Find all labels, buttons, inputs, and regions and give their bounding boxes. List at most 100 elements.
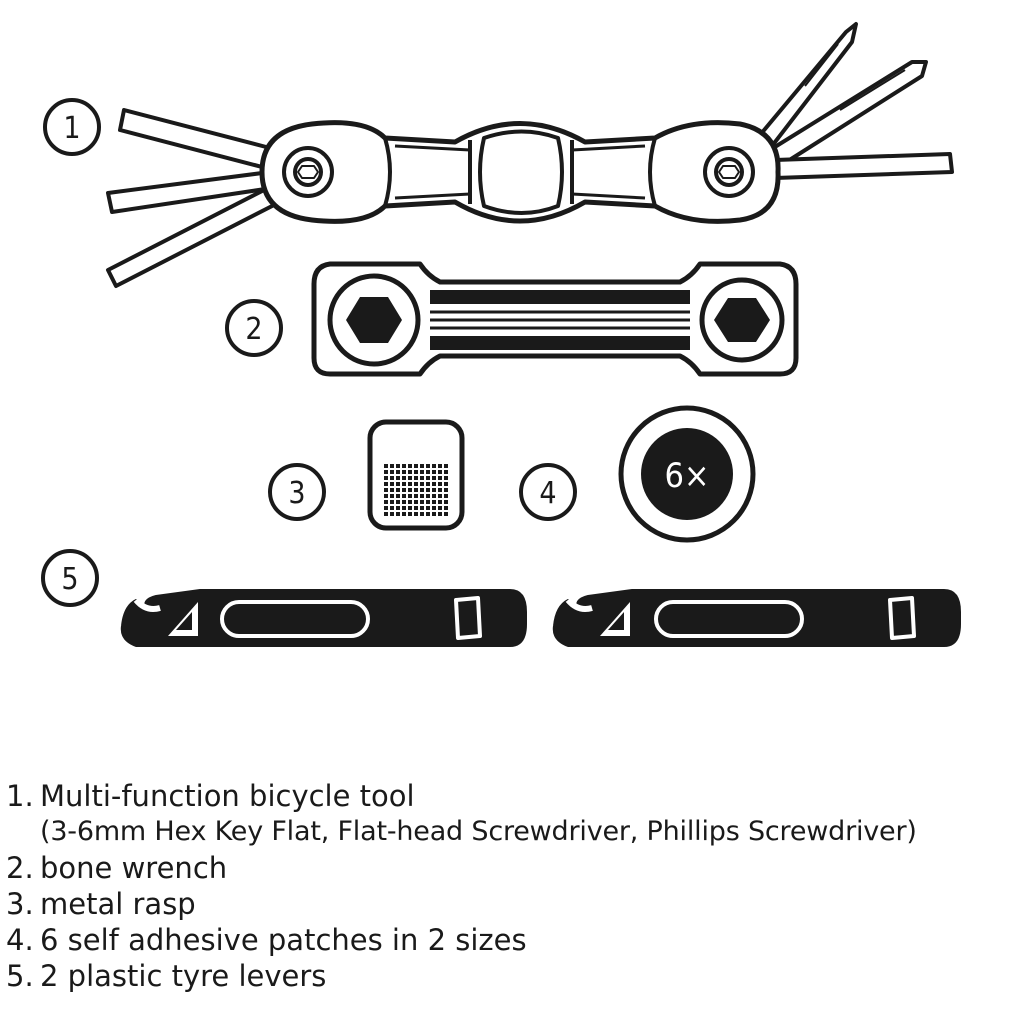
callout-2: 2 <box>225 299 283 357</box>
rasp-tooth <box>420 512 424 516</box>
rasp-tooth <box>402 488 406 492</box>
legend-item-5-number: 5. <box>6 959 34 993</box>
bone-wrench <box>311 261 799 377</box>
rasp-tooth <box>414 494 418 498</box>
legend-item-2-number: 2. <box>6 851 34 885</box>
rasp-tooth <box>432 500 436 504</box>
tyre-lever-2 <box>552 589 961 647</box>
rasp-tooth <box>390 464 394 468</box>
legend-item-3-number: 3. <box>6 887 34 921</box>
rasp-tooth <box>420 506 424 510</box>
rasp-tooth <box>444 500 448 504</box>
rasp-tooth <box>408 470 412 474</box>
rasp-tooth <box>420 494 424 498</box>
rasp-tooth <box>396 476 400 480</box>
rasp-tooth <box>408 476 412 480</box>
rasp-tooth <box>432 470 436 474</box>
rasp-tooth <box>408 506 412 510</box>
rasp-tooth <box>438 500 442 504</box>
rasp-tooth <box>402 494 406 498</box>
rasp-tooth <box>396 470 400 474</box>
rasp-tooth <box>390 512 394 516</box>
rasp-tooth <box>408 512 412 516</box>
rasp-tooth <box>438 464 442 468</box>
metal-rasp <box>367 419 465 531</box>
legend-item-2-text: bone wrench <box>40 851 228 885</box>
rasp-tooth <box>390 506 394 510</box>
legend-item-4: 4. 6 self adhesive patches in 2 sizes <box>6 922 1020 958</box>
multi-tool-right-bolt <box>703 146 755 198</box>
rasp-tooth <box>390 482 394 486</box>
legend-item-1-text: Multi-function bicycle tool <box>40 779 415 813</box>
rasp-tooth <box>384 500 388 504</box>
rasp-tooth <box>408 488 412 492</box>
rasp-tooth <box>432 512 436 516</box>
rasp-tooth <box>396 506 400 510</box>
rasp-tooth <box>408 500 412 504</box>
bone-wrench-right-socket <box>699 277 785 363</box>
callout-3-label: 3 <box>288 476 305 511</box>
legend-item-3: 3. metal rasp <box>6 886 1020 922</box>
rasp-tooth <box>420 476 424 480</box>
multi-tool <box>106 22 954 288</box>
parts-legend: 1. Multi-function bicycle tool (3-6mm He… <box>6 778 1020 994</box>
multi-tool-body <box>259 120 781 224</box>
rasp-tooth <box>444 494 448 498</box>
rasp-tooth <box>444 488 448 492</box>
tyre-lever-1 <box>120 589 527 647</box>
rasp-tooth <box>438 512 442 516</box>
rasp-tooth <box>438 470 442 474</box>
rasp-tooth <box>438 482 442 486</box>
rasp-tooth <box>420 464 424 468</box>
rasp-tooth <box>408 494 412 498</box>
rasp-tooth <box>402 506 406 510</box>
rasp-tooth <box>426 470 430 474</box>
callout-1: 1 <box>43 98 101 156</box>
legend-item-3-text: metal rasp <box>40 887 196 921</box>
rasp-tooth <box>438 506 442 510</box>
rasp-tooth <box>408 464 412 468</box>
legend-item-5: 5. 2 plastic tyre levers <box>6 958 1020 994</box>
rasp-teeth <box>384 464 448 516</box>
rasp-tooth <box>396 512 400 516</box>
rasp-tooth <box>444 476 448 480</box>
rasp-tooth <box>402 476 406 480</box>
rasp-tooth <box>402 500 406 504</box>
rasp-tooth <box>390 470 394 474</box>
rasp-tooth <box>432 482 436 486</box>
rasp-tooth <box>444 464 448 468</box>
rasp-tooth <box>426 512 430 516</box>
rasp-tooth <box>426 506 430 510</box>
rasp-tooth <box>396 482 400 486</box>
legend-item-1-detail: (3-6mm Hex Key Flat, Flat-head Screwdriv… <box>40 816 917 847</box>
rasp-tooth <box>426 494 430 498</box>
rasp-tooth <box>396 494 400 498</box>
rasp-tooth <box>402 464 406 468</box>
rasp-tooth <box>384 506 388 510</box>
rasp-tooth <box>384 512 388 516</box>
rasp-tooth <box>396 500 400 504</box>
rasp-tooth <box>414 506 418 510</box>
rasp-tooth <box>426 488 430 492</box>
rasp-tooth <box>414 464 418 468</box>
rasp-tooth <box>414 482 418 486</box>
multi-tool-right-keys <box>758 22 954 180</box>
rasp-tooth <box>390 500 394 504</box>
rasp-tooth <box>432 506 436 510</box>
rasp-tooth <box>390 494 394 498</box>
rasp-tooth <box>390 476 394 480</box>
callout-3: 3 <box>268 463 326 521</box>
rasp-tooth <box>396 488 400 492</box>
callout-4: 4 <box>519 463 577 521</box>
bone-wrench-left-socket <box>327 273 421 367</box>
multi-tool-left-keys <box>106 108 278 288</box>
rasp-tooth <box>432 488 436 492</box>
rasp-tooth <box>420 470 424 474</box>
rasp-tooth <box>408 482 412 486</box>
rasp-tooth <box>438 488 442 492</box>
callout-2-label: 2 <box>245 312 262 347</box>
patches: 6× <box>618 405 756 543</box>
callout-4-label: 4 <box>539 476 556 511</box>
rasp-tooth <box>438 476 442 480</box>
